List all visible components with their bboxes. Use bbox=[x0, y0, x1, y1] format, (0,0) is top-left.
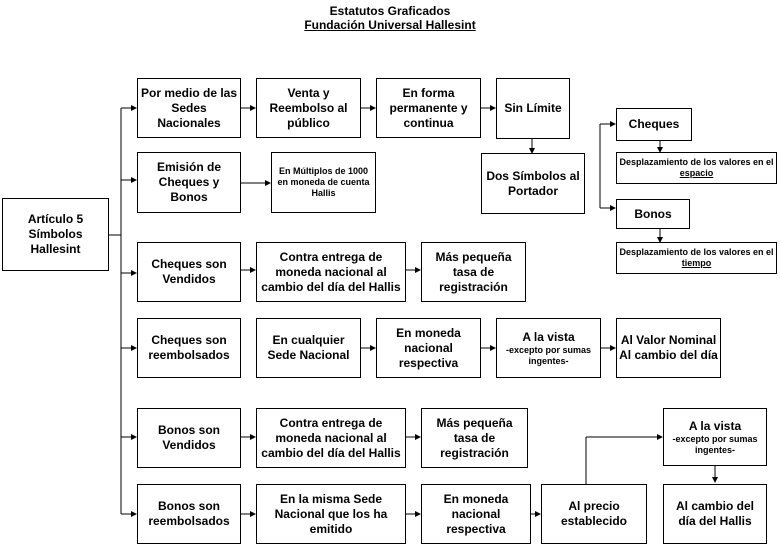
precio-establecido-box: Al precio establecido bbox=[541, 484, 647, 544]
bonos-vendidos-box: Bonos son Vendidos bbox=[137, 408, 241, 468]
cheques-vendidos-box: Cheques son Vendidos bbox=[137, 242, 241, 302]
diagram-title: Estatutos Graficados bbox=[329, 4, 451, 18]
cheques-box: Cheques bbox=[616, 108, 692, 141]
dos-simbolos-box: Dos Símbolos al Portador bbox=[481, 153, 585, 214]
cambio-dia-hallis-box: Al cambio del día del Hallis bbox=[663, 484, 767, 544]
sin-limite-box: Sin Límite bbox=[496, 78, 570, 139]
venta-reembolso-box: Venta y Reembolso al público bbox=[256, 78, 361, 138]
misma-sede-box: En la misma Sede Nacional que los ha emi… bbox=[256, 484, 406, 544]
a-la-vista-bonos-box: A la vista -excepto por sumas ingentes- bbox=[663, 408, 767, 466]
cualquier-sede-box: En cualquier Sede Nacional bbox=[256, 318, 361, 378]
articulo-label: Artículo 5 bbox=[27, 212, 84, 226]
desplazamiento-tiempo-box: Desplazamiento de los valores en el tiem… bbox=[616, 242, 777, 274]
multiplos-box: En Múltiplos de 1000 en moneda de cuenta… bbox=[271, 152, 376, 213]
contra-entrega-cheques-box: Contra entrega de moneda nacional al cam… bbox=[256, 242, 406, 302]
articulo-5-box: Artículo 5 Símbolos Hallesint bbox=[2, 198, 109, 271]
diagram-subtitle: Fundación Universal Hallesint bbox=[304, 18, 476, 32]
bonos-reembolsados-box: Bonos son reembolsados bbox=[137, 484, 241, 544]
cheques-reembolsados-box: Cheques son reembolsados bbox=[137, 318, 241, 378]
simbolos-label: Símbolos Hallesint bbox=[28, 227, 83, 256]
valor-nominal-box: Al Valor Nominal Al cambio del día bbox=[616, 318, 721, 378]
sedes-nacionales-box: Por medio de las Sedes Nacionales bbox=[137, 78, 241, 138]
a-la-vista-cheques-box: A la vista -excepto por sumas ingentes- bbox=[496, 318, 601, 378]
forma-permanente-box: En forma permanente y continua bbox=[376, 78, 481, 138]
tasa-registracion-bonos-box: Más pequeña tasa de registración bbox=[421, 408, 528, 468]
emision-box: Emisión de Cheques y Bonos bbox=[137, 152, 241, 213]
moneda-nacional-bonos-box: En moneda nacional respectiva bbox=[421, 484, 531, 544]
bonos-box: Bonos bbox=[616, 199, 690, 229]
moneda-nacional-cheques-box: En moneda nacional respectiva bbox=[376, 318, 481, 378]
tasa-registracion-cheques-box: Más pequeña tasa de registración bbox=[421, 242, 526, 302]
desplazamiento-espacio-box: Desplazamiento de los valores en el espa… bbox=[616, 152, 777, 184]
contra-entrega-bonos-box: Contra entrega de moneda nacional al cam… bbox=[256, 408, 406, 468]
